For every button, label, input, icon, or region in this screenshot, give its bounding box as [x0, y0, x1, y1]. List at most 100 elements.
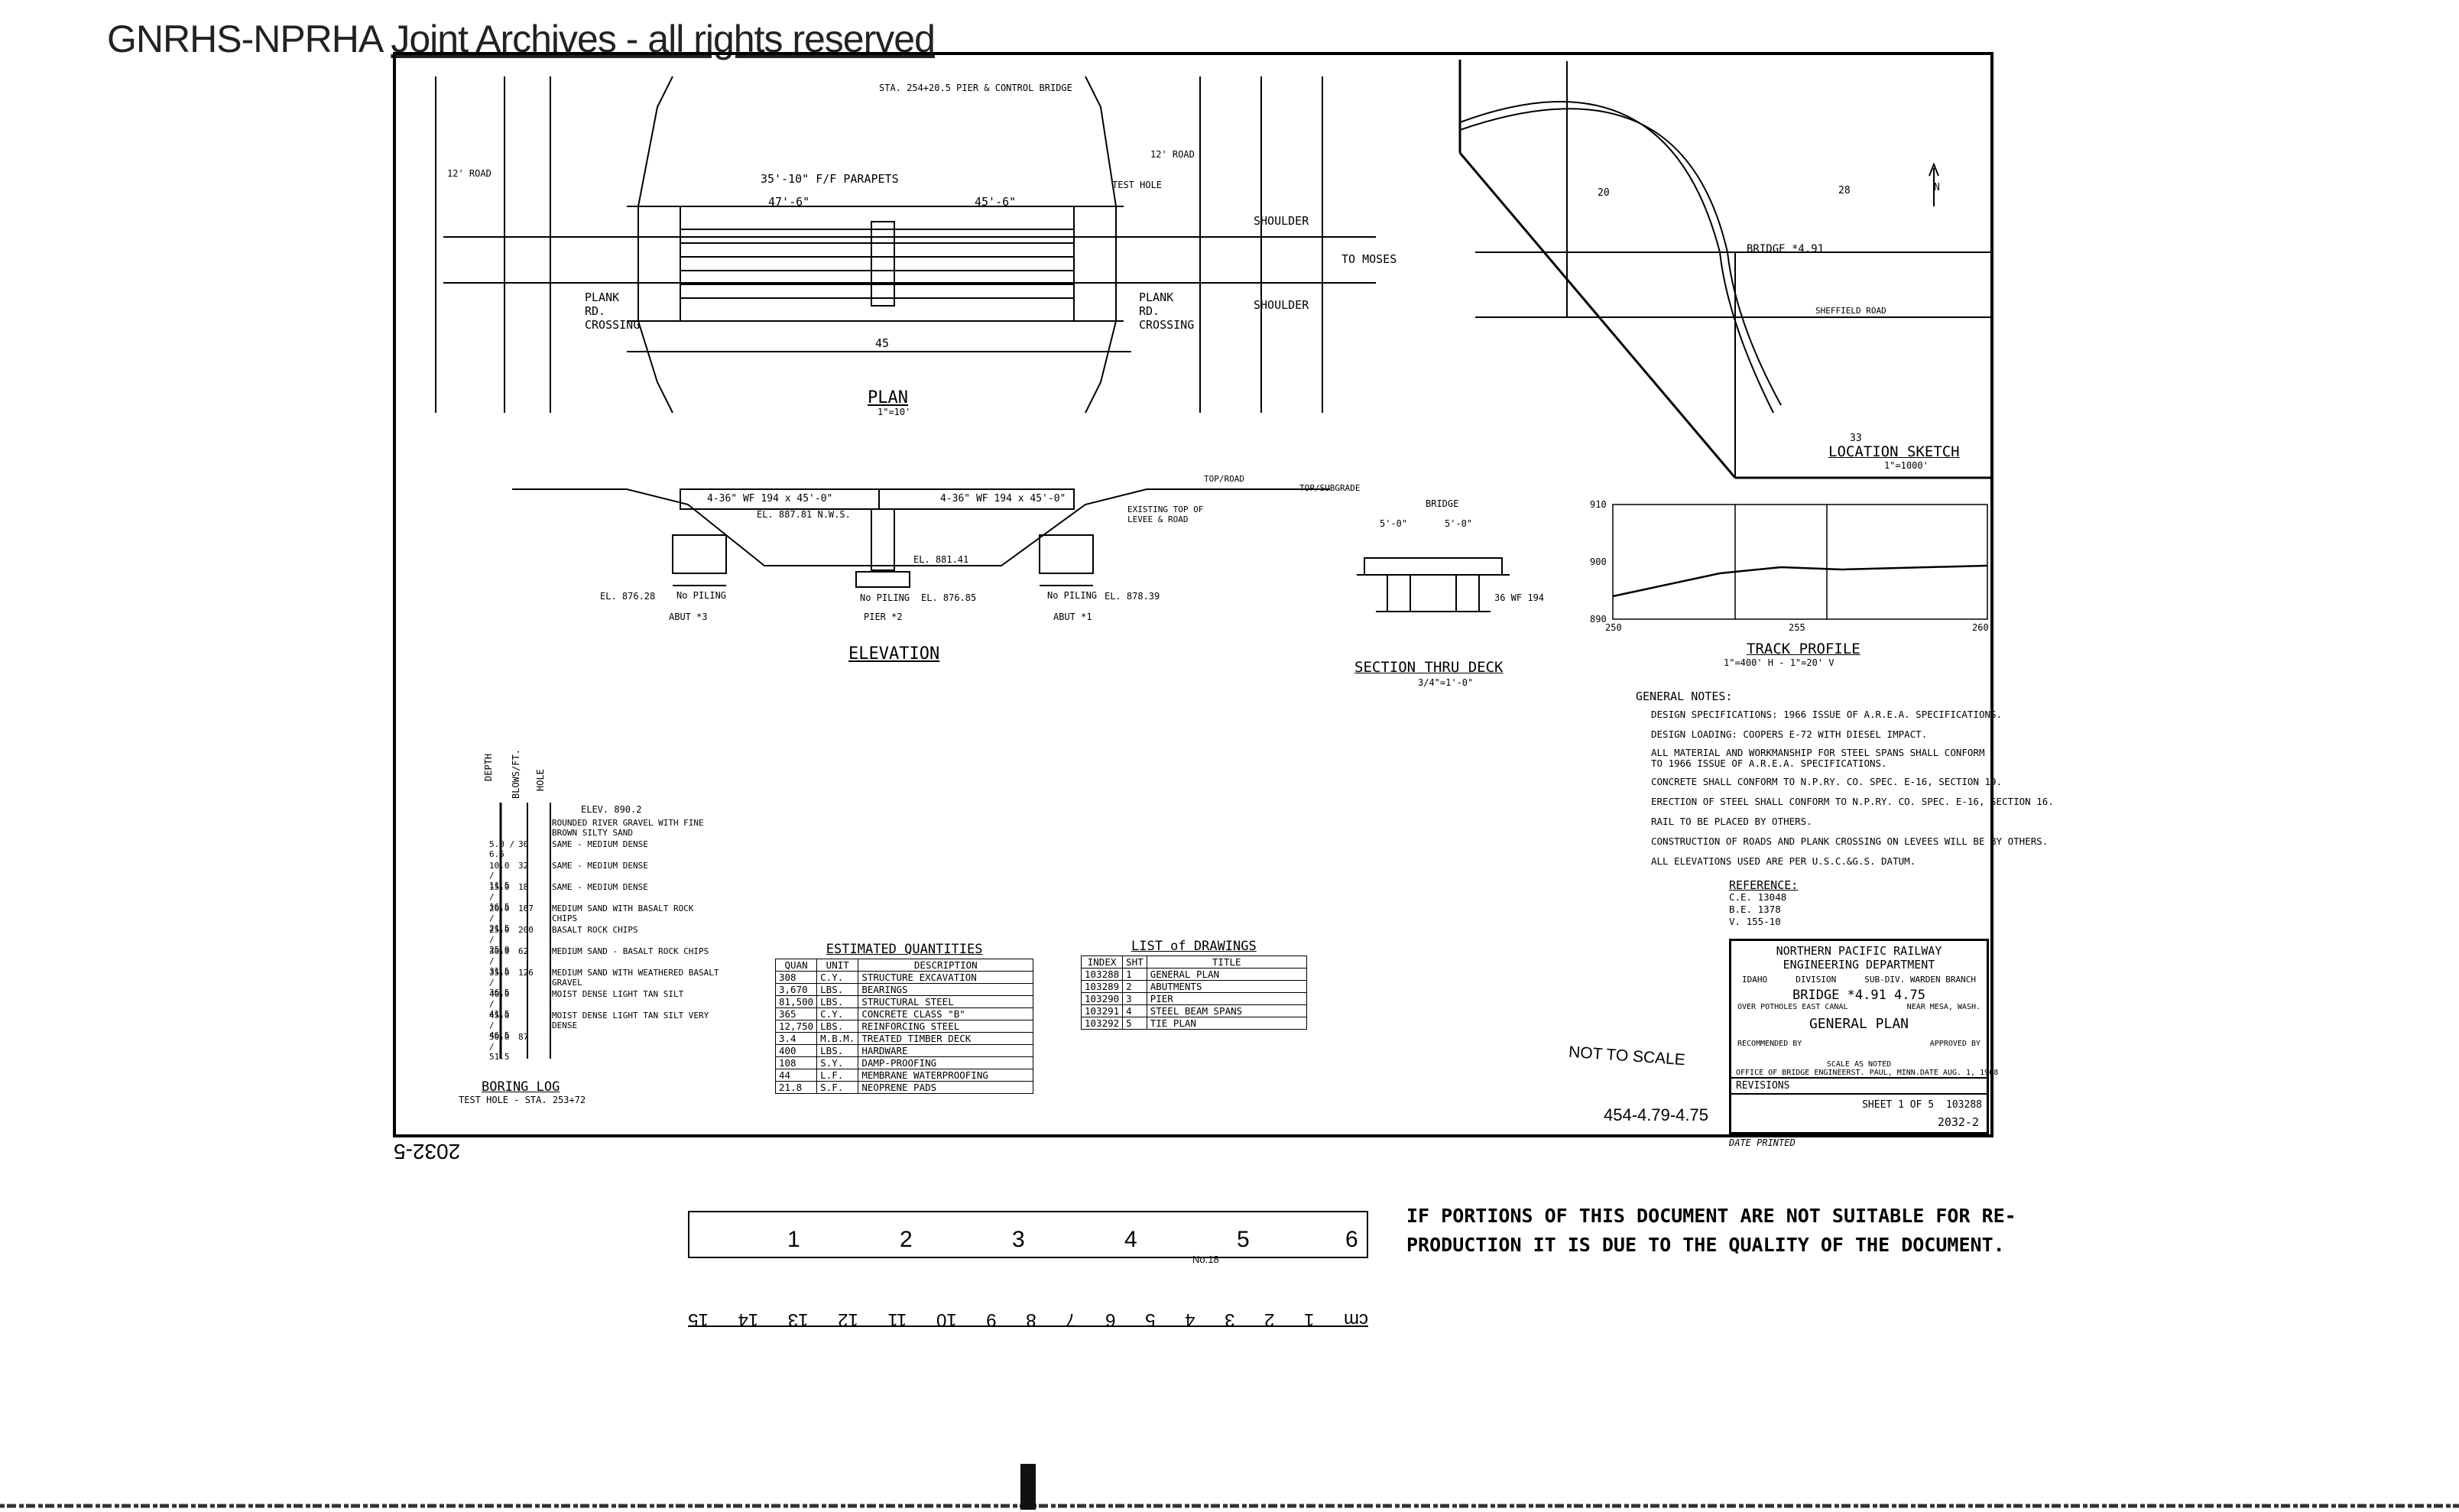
location-bridge-label: BRIDGE *4.91: [1747, 243, 1825, 255]
drawings-title: LIST of DRAWINGS: [1131, 939, 1257, 954]
elev-no-piling-1: No PILING: [676, 590, 727, 601]
section-bridge: BRIDGE: [1426, 498, 1459, 509]
plan-dim-left: 47'-6": [768, 195, 810, 209]
section-dim: 5'-0": [1380, 518, 1408, 529]
elev-no-piling-2: No PILING: [860, 592, 910, 603]
note-line: ERECTION OF STEEL SHALL CONFORM TO N.P.R…: [1651, 796, 2054, 807]
boring-elev: ELEV. 890.2: [581, 804, 642, 815]
elev-abut1: ABUT *1: [1053, 612, 1092, 622]
plan-right-road: 12' ROAD: [1150, 149, 1195, 160]
tb-scale: SCALE AS NOTED: [1826, 1060, 1892, 1069]
location-north: N: [1934, 182, 1940, 193]
profile-x-260: 260: [1972, 622, 1989, 633]
profile-scale: 1"=400' H - 1"=20' V: [1724, 657, 1835, 668]
elev-no-piling-3: No PILING: [1047, 590, 1098, 601]
reference-title: REFERENCE:: [1729, 878, 1799, 892]
note-line: ALL ELEVATIONS USED ARE PER U.S.C.&G.S. …: [1651, 855, 1916, 867]
elev-existing: EXISTING TOP OF LEVEE & ROAD: [1127, 505, 1204, 524]
reproduction-notice: IF PORTIONS OF THIS DOCUMENT ARE NOT SUI…: [1406, 1202, 2016, 1260]
plan-test-hole: TEST HOLE: [1112, 180, 1163, 190]
quantities-table: ESTIMATED QUANTITIES QUAN UNIT DESCRIPTI…: [774, 942, 1034, 1094]
drawing-sheet: [393, 52, 1993, 1137]
location-scale: 1"=1000': [1884, 460, 1929, 471]
elev-el-abut3: EL. 876.28: [600, 591, 656, 602]
section-dim-2: 5'-0": [1445, 518, 1473, 529]
tb-file-no: 2032-2: [1937, 1115, 1979, 1129]
plan-scale: 1"=10': [878, 407, 911, 417]
archive-header-prefix: GNRHS-NPRHA: [107, 18, 391, 60]
elev-el-abut1: EL. 878.39: [1105, 591, 1160, 602]
location-sec33: 33: [1850, 433, 1862, 444]
plan-title: PLAN: [868, 388, 908, 407]
elev-abut3: ABUT *3: [669, 612, 708, 622]
ruler-inch-2: 2: [900, 1227, 913, 1252]
elev-top-road: TOP/ROAD: [1204, 474, 1244, 484]
section-scale: 3/4"=1'-0": [1418, 677, 1474, 688]
boring-sub: TEST HOLE - STA. 253+72: [459, 1095, 586, 1105]
boring-rows: ROUNDED RIVER GRAVEL WITH FINE BROWN SIL…: [489, 818, 741, 1062]
tb-revisions-row: REVISIONS: [1731, 1079, 1987, 1095]
plan-dim-right: 45'-6": [975, 195, 1017, 209]
elev-el-base: EL. 881.41: [913, 554, 969, 565]
plan-shoulder-label-2: SHOULDER: [1254, 298, 1309, 312]
profile-y-890: 890: [1590, 614, 1607, 625]
quantities-title: ESTIMATED QUANTITIES: [826, 942, 983, 957]
location-sheffield: SHEFFIELD ROAD: [1815, 306, 1886, 316]
note-line: CONSTRUCTION OF ROADS AND PLANK CROSSING…: [1651, 835, 2049, 847]
tb-company: NORTHERN PACIFIC RAILWAY: [1776, 944, 1942, 958]
mirrored-number-stamp: 2032-5: [394, 1140, 461, 1163]
reference-line: B.E. 1378: [1729, 904, 1781, 915]
profile-y-900: 900: [1590, 556, 1607, 567]
elev-subgrade: TOP/SUBGRADE: [1299, 483, 1361, 493]
notice-line-1: IF PORTIONS OF THIS DOCUMENT ARE NOT SUI…: [1406, 1205, 2016, 1227]
plan-span: 45: [875, 336, 890, 350]
elev-el-pier: EL. 876.85: [921, 592, 977, 603]
inch-ruler: [688, 1211, 1368, 1258]
tb-dept: ENGINEERING DEPARTMENT: [1783, 958, 1935, 972]
tb-date-printed: DATE PRINTED: [1729, 1137, 1796, 1148]
notes-title: GENERAL NOTES:: [1636, 689, 1733, 703]
plan-shoulder-label: SHOULDER: [1254, 214, 1309, 228]
plan-to-moses: TO MOSES: [1341, 252, 1397, 266]
elev-pier2: PIER *2: [864, 612, 903, 622]
location-sec28: 28: [1838, 185, 1851, 196]
reference-block: REFERENCE: C.E. 13048 B.E. 1378 V. 155-1…: [1729, 879, 1798, 928]
title-block: NORTHERN PACIFIC RAILWAY ENGINEERING DEP…: [1729, 939, 1998, 1134]
boring-col-blows: BLOWS/FT.: [511, 748, 521, 799]
notice-line-2: PRODUCTION IT IS DUE TO THE QUALITY OF T…: [1406, 1234, 2005, 1256]
section-title: SECTION THRU DECK: [1354, 659, 1504, 676]
plan-left-road: 12' ROAD: [447, 168, 491, 179]
boring-col-hole: HOLE: [535, 769, 546, 791]
tb-plan: GENERAL PLAN: [1809, 1016, 1909, 1032]
elev-span-right: 4-36" WF 194 x 45'-0": [940, 493, 1066, 505]
note-line: ALL MATERIAL AND WORKMANSHIP FOR STEEL S…: [1651, 747, 1985, 769]
plan-parapets-label: 35'-10" F/F PARAPETS: [761, 172, 899, 186]
reference-line: C.E. 13048: [1729, 891, 1787, 903]
elevation-title: ELEVATION: [848, 644, 940, 664]
